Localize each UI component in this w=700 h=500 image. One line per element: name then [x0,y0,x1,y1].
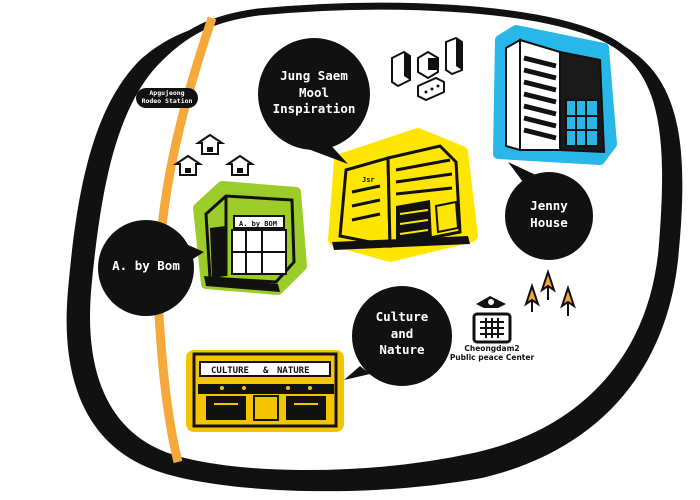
police-center-icon [472,296,512,344]
police-center-label: Cheongdam2 Public peace Center [446,344,538,362]
police-center-label-line1: Cheongdam2 [464,344,520,353]
jenny-house-label: Jenny House [509,198,589,231]
a-by-bom-label-text: A. by Bom [112,258,180,273]
jenny-house-building [493,25,617,165]
tree-icon [540,268,556,300]
jung-saem-label-line1: Jung Saem [280,68,348,83]
tree-icon [524,282,540,312]
small-building-icon [417,76,445,102]
speech-bubble-icon [344,286,452,386]
speech-bubble-icon [505,162,593,260]
culture-and-nature-label: Culture and Nature [356,309,448,359]
station-label: Apgujeong Rodeo Station [138,89,196,105]
culture-sign-amp: & [263,366,269,376]
jung-saem-mool-label: Jung Saem Mool Inspiration [264,68,364,118]
jenny-label-line1: Jenny [530,198,568,213]
station-label-line2: Rodeo Station [141,97,193,106]
a-by-bom-building [193,181,307,295]
police-center-label-line2: Public peace Center [449,352,535,362]
culture-and-nature-building [186,350,344,432]
jung-saem-label-line3: Inspiration [272,101,356,116]
jung-saem-mool-building [328,128,478,262]
culture-sign-left: CULTURE [211,366,249,376]
culture-sign-right: NATURE [277,366,310,376]
a-by-bom-label: A. by Bom [98,258,194,275]
station-pill [136,88,198,108]
house-icon [224,154,256,176]
culture-label-line1: Culture [375,309,429,324]
speech-bubble-icon [258,38,370,164]
small-building-icon [391,50,411,88]
tree-icon [560,284,576,316]
house-icon [194,133,226,155]
station-label-line1: Apgujeong [149,89,185,97]
jung-saem-label-line2: Mool [298,84,330,100]
a-by-bom-sign: A. by BOM [239,220,277,228]
culture-label-line3: Nature [379,342,425,357]
small-building-icon [445,36,463,76]
culture-label-line2: and [390,325,414,341]
jenny-label-line2: House [530,214,568,230]
speech-bubble-icon [98,220,204,316]
jung-saem-sign: Jsr [362,176,375,184]
small-building-icon [417,50,439,80]
house-icon [172,154,204,176]
